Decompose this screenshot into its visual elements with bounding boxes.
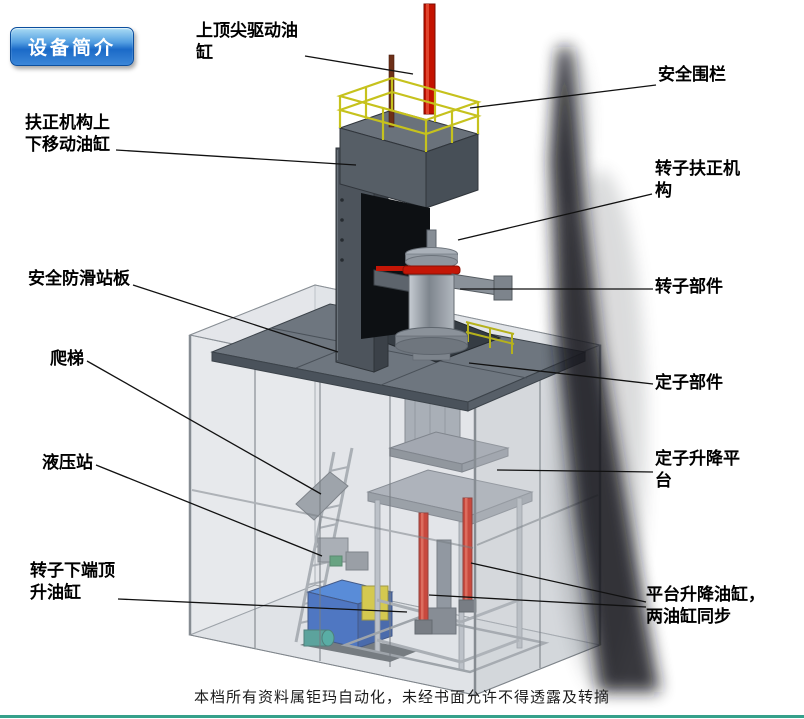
- leader-rotor-centering-mechanism: [457, 193, 653, 241]
- callout-stator-lift-platform: 定子升降平台: [655, 449, 740, 492]
- platform-lift-cylinders-shape: [414, 497, 477, 635]
- callout-ladder: 爬梯: [50, 349, 84, 369]
- footer-disclaimer: 本档所有资料属钜玛自动化，未经书面允许不得透露及转摘: [193, 688, 610, 706]
- callout-anti-slip-platform: 安全防滑站板: [28, 269, 130, 289]
- shadow-smudge: [550, 46, 660, 692]
- footer-divider-line: [0, 715, 804, 718]
- leader-rotor-bottom-jack-cylinder: [117, 598, 408, 613]
- callout-stator-component: 定子部件: [655, 373, 723, 393]
- leader-top-drive-cylinder: [304, 55, 414, 75]
- leader-ladder: [86, 360, 322, 495]
- callout-centering-lift-cylinder: 扶正机构上下移动油缸: [25, 113, 110, 156]
- leader-anti-slip-platform: [132, 284, 339, 353]
- machine-illustration: [188, 3, 602, 696]
- leader-stator-component: [468, 362, 654, 385]
- leader-platform-lift-cylinder-b: [428, 594, 647, 608]
- platform-side-rail: [465, 321, 515, 354]
- leader-safety-fence: [469, 84, 657, 109]
- callout-safety-fence: 安全围栏: [658, 65, 726, 85]
- top-drive-cylinder-shape: [423, 3, 436, 115]
- leader-stator-lift-platform: [496, 469, 654, 473]
- rotor-assembly-shape: [373, 229, 513, 361]
- callout-rotor-component: 转子部件: [655, 277, 723, 297]
- anti-slip-platform-shape: [210, 303, 587, 412]
- callout-rotor-bottom-jack-cylinder: 转子下端顶升油缸: [30, 561, 115, 604]
- leader-centering-lift-cylinder: [115, 149, 357, 166]
- leader-hydraulic-station: [95, 464, 323, 557]
- leader-platform-lift-cylinder-a: [470, 562, 647, 603]
- safety-fence-shape: [336, 76, 482, 152]
- callout-top-drive-cylinder: 上顶尖驱动油缸: [196, 21, 298, 64]
- callout-hydraulic-station: 液压站: [42, 453, 93, 473]
- callout-platform-lift-cylinders: 平台升降油缸，两油缸同步: [646, 585, 765, 628]
- leader-lines: [86, 55, 657, 613]
- title-badge: 设备简介: [10, 27, 135, 66]
- callout-rotor-centering-mechanism: 转子扶正机构: [655, 159, 740, 202]
